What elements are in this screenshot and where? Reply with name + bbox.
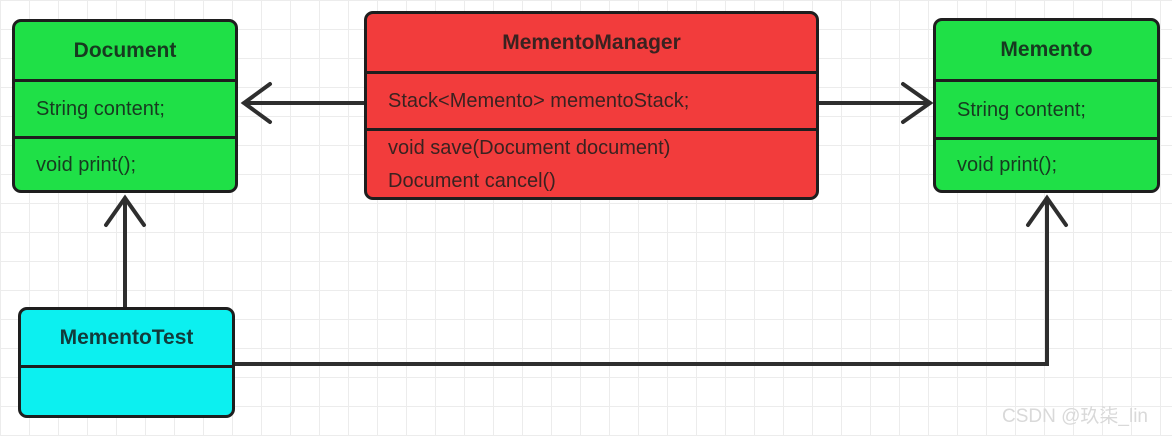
class-box-memento: Memento String content; void print(); xyxy=(933,18,1160,193)
class-attribute-memento-manager: Stack<Memento> mementoStack; xyxy=(367,71,816,128)
class-box-memento-manager: MementoManager Stack<Memento> mementoSta… xyxy=(364,11,819,200)
class-title-memento-test: MementoTest xyxy=(59,325,194,349)
class-title-memento-manager: MementoManager xyxy=(502,30,681,54)
class-box-document: Document String content; void print(); xyxy=(12,19,238,193)
class-attribute-memento: String content; xyxy=(936,79,1157,137)
method-cancel: Document cancel() xyxy=(388,169,556,192)
class-methods-memento-manager: void save(Document document) Document ca… xyxy=(367,128,816,197)
arrow-test-to-memento xyxy=(233,194,1068,366)
arrow-test-to-document xyxy=(104,194,146,309)
class-title-memento: Memento xyxy=(1000,38,1093,62)
class-attribute-document: String content; xyxy=(15,79,235,136)
watermark: CSDN @玖柒_lin xyxy=(1002,406,1148,427)
class-method-document: void print(); xyxy=(15,136,235,190)
class-method-memento: void print(); xyxy=(936,137,1157,190)
arrow-manager-to-document xyxy=(240,82,366,124)
class-empty-section-memento-test xyxy=(21,365,232,415)
method-save: void save(Document document) xyxy=(388,136,671,159)
arrow-manager-to-memento xyxy=(817,82,934,124)
class-title-document: Document xyxy=(73,38,177,62)
class-box-memento-test: MementoTest xyxy=(18,307,235,418)
